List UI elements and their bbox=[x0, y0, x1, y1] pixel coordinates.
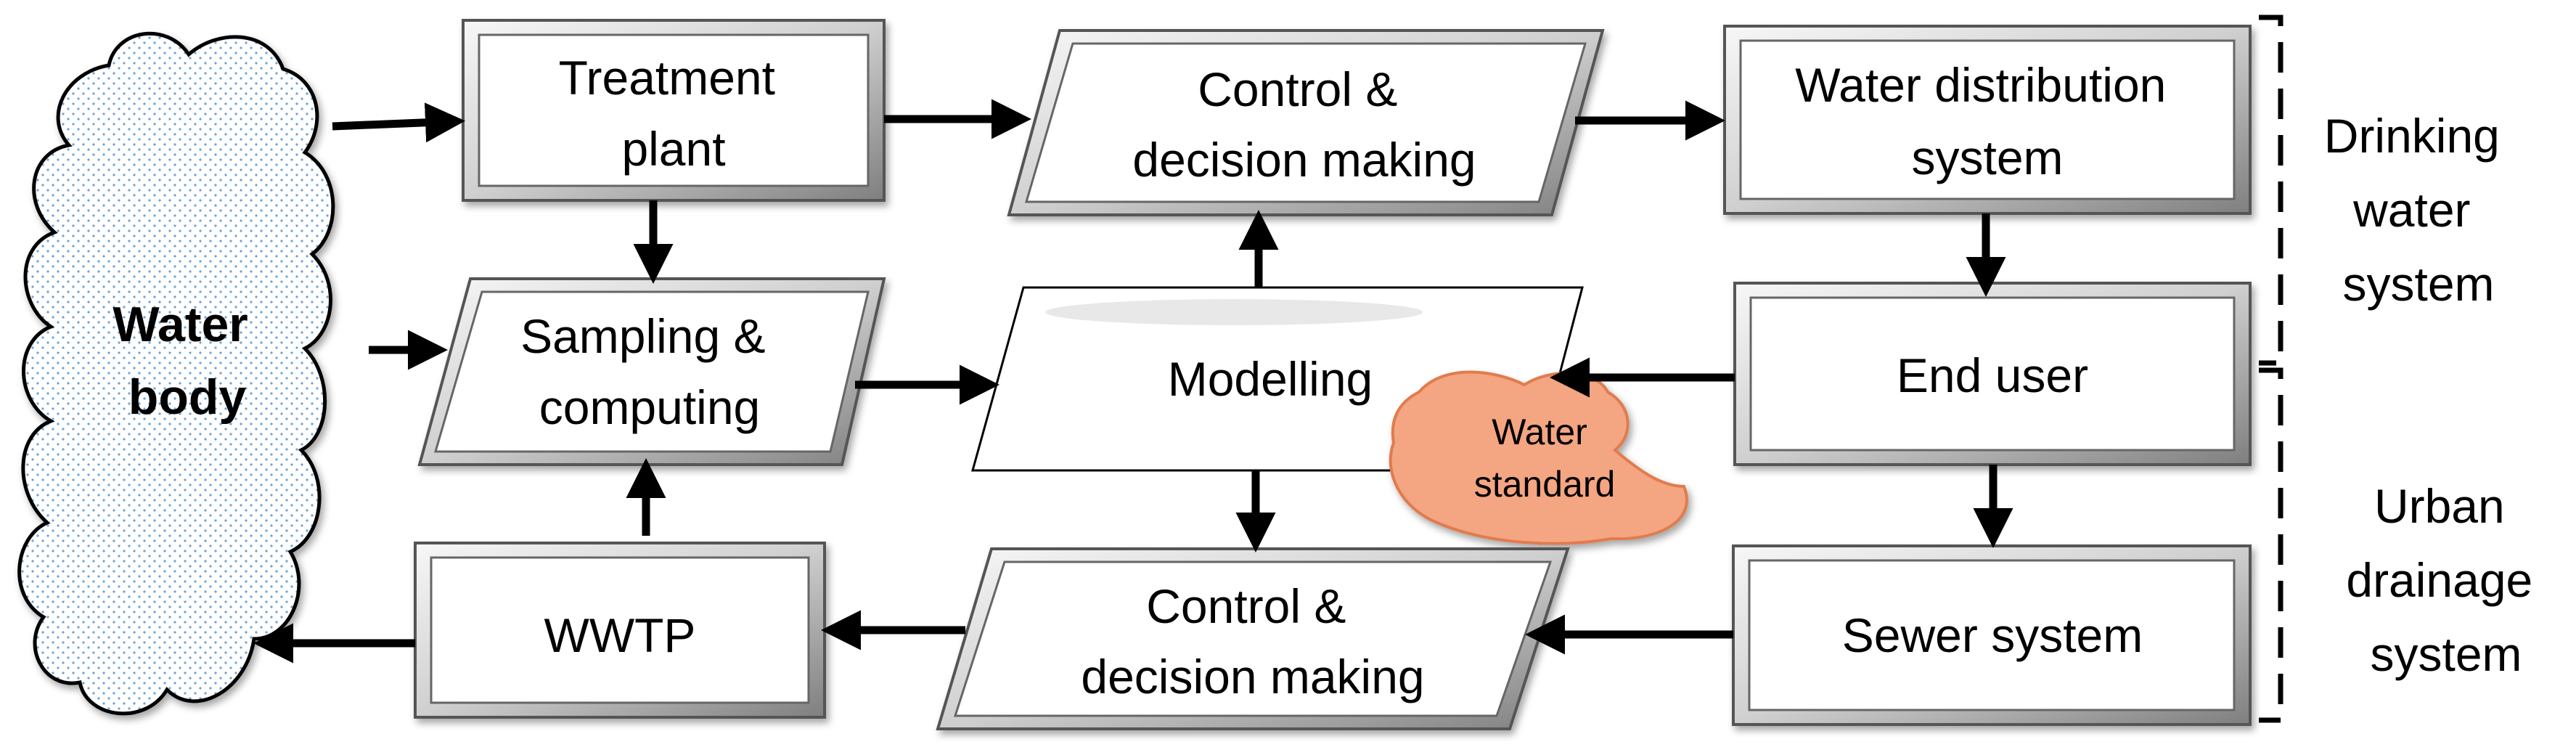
control-bottom-label-2: decision making bbox=[1081, 650, 1424, 703]
treatment-plant-label-1: Treatment bbox=[559, 51, 775, 105]
control-top-box: Control & decision making bbox=[1007, 29, 1605, 216]
wwtp-label: WWTP bbox=[544, 608, 696, 662]
arrow-waterbody-to-treatment bbox=[332, 102, 465, 143]
svg-text:Drinking water system: Drinking water system bbox=[2324, 109, 2513, 311]
sampling-box: Sampling & computing bbox=[417, 277, 886, 466]
water-body-cloud-shape bbox=[17, 31, 335, 716]
treatment-plant-label-2: plant bbox=[621, 122, 725, 176]
svg-text:Control & decision makin: Control & decision making bbox=[1081, 579, 1424, 703]
water-standard-blob: Water standard bbox=[1389, 370, 1688, 545]
drinking-water-bracket bbox=[2259, 15, 2283, 366]
sampling-label-1: Sampling & bbox=[520, 309, 766, 363]
water-distribution-label-1: Water distribution bbox=[1795, 58, 2166, 112]
wwtp-box: WWTP bbox=[414, 542, 826, 719]
arrows bbox=[253, 99, 2013, 664]
control-top-label-1: Control & bbox=[1198, 62, 1397, 116]
control-top-label-2: decision making bbox=[1132, 133, 1476, 187]
water-standard-label-1: Water bbox=[1492, 412, 1587, 452]
end-user-box: End user bbox=[1733, 282, 2252, 466]
drinking-label-1: Drinking bbox=[2324, 109, 2500, 163]
control-bottom-box: Control & decision making bbox=[936, 547, 1570, 730]
sampling-label-2: computing bbox=[539, 380, 761, 434]
svg-text:Urban drainage system: Urban drainage system bbox=[2346, 479, 2546, 681]
svg-text:Control & decision makin: Control & decision making bbox=[1132, 62, 1476, 187]
modelling-label: Modelling bbox=[1168, 352, 1373, 406]
svg-text:Sampling & computing: Sampling & computing bbox=[520, 309, 779, 434]
svg-text:Water body: Water body bbox=[113, 297, 261, 425]
urban-label-1: Urban bbox=[2374, 479, 2505, 533]
water-distribution-box: Water distribution system bbox=[1723, 25, 2252, 215]
water-body-label-2: body bbox=[128, 370, 247, 425]
control-bottom-label-1: Control & bbox=[1146, 579, 1346, 633]
urban-label-3: system bbox=[2370, 627, 2522, 681]
water-distribution-label-2: system bbox=[1911, 131, 2063, 184]
treatment-plant-box: Treatment plant bbox=[462, 19, 886, 202]
urban-drainage-bracket bbox=[2259, 367, 2283, 723]
svg-text:Water standard: Water standard bbox=[1474, 412, 1616, 505]
sewer-label: Sewer system bbox=[1842, 608, 2143, 662]
end-user-label: End user bbox=[1897, 348, 2088, 402]
svg-text:Treatment plant: Treatment plant bbox=[559, 51, 789, 176]
water-body-label-1: Water bbox=[113, 297, 248, 352]
drinking-label-2: water bbox=[2352, 183, 2470, 237]
svg-text:Water distribution syste: Water distribution system bbox=[1795, 58, 2179, 184]
water-standard-label-2: standard bbox=[1474, 464, 1616, 505]
drinking-label-3: system bbox=[2342, 257, 2494, 311]
sewer-box: Sewer system bbox=[1732, 544, 2252, 726]
urban-label-2: drainage bbox=[2346, 553, 2532, 607]
water-body-cloud: Water body bbox=[17, 31, 335, 716]
